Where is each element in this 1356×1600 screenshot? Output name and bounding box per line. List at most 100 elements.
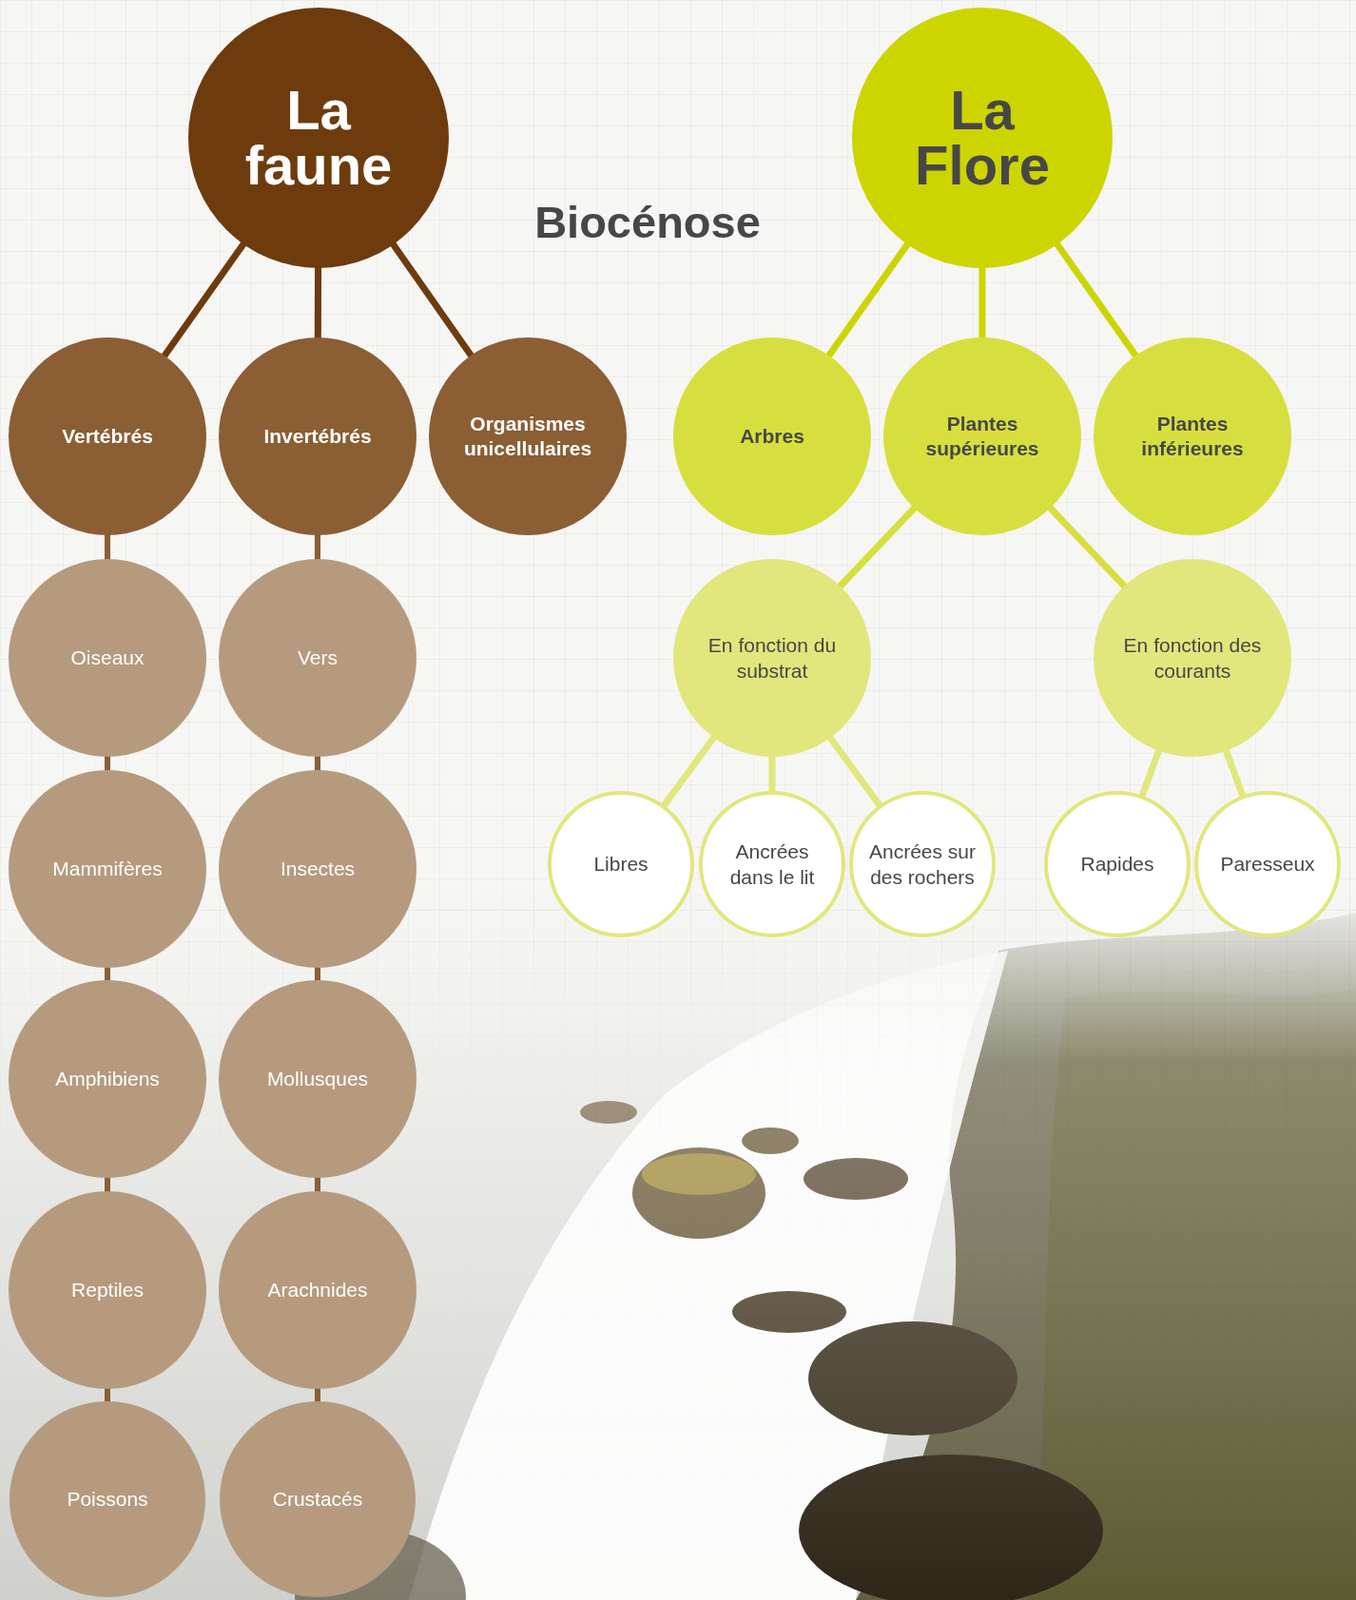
- type-circle: Rapides: [1044, 791, 1191, 938]
- circle-fill: [188, 7, 449, 269]
- circle-fill: [1093, 337, 1292, 536]
- node-label: Plantes supérieures: [896, 411, 1068, 463]
- circle-fill: [218, 980, 417, 1179]
- class-circle: Mammifères: [8, 770, 207, 969]
- circle-fill: [852, 7, 1113, 269]
- tree-connector: [979, 266, 987, 340]
- tree-connector: [828, 242, 910, 357]
- circle-fill: [219, 1401, 416, 1598]
- tree-connector: [104, 755, 111, 773]
- criterion-circle: En fonction des courants: [1093, 559, 1292, 757]
- river-photo: [0, 884, 1356, 1600]
- circle-outline: [1093, 559, 1292, 757]
- node-label: Mollusques: [267, 1066, 369, 1092]
- node-label: Vers: [297, 645, 338, 671]
- node-label: Amphibiens: [55, 1066, 160, 1092]
- class-circle: Amphibiens: [8, 980, 207, 1179]
- node-label: Reptiles: [71, 1278, 144, 1303]
- group-circle: La faune: [188, 7, 449, 269]
- type-circle: Libres: [547, 791, 695, 938]
- class-circle: Reptiles: [8, 1191, 207, 1390]
- node-label: Libres: [593, 851, 648, 877]
- circle-outline: [673, 559, 872, 757]
- node-label: Arachnides: [267, 1278, 368, 1303]
- node-label: Crustacés: [272, 1487, 364, 1512]
- node-label: La Flore: [882, 82, 1083, 194]
- category-circle: Plantes supérieures: [883, 337, 1082, 536]
- circle-fill: [9, 1401, 206, 1598]
- node-label: La faune: [218, 82, 419, 194]
- tree-connector: [1056, 242, 1138, 357]
- category-circle: Invertébrés: [218, 337, 417, 536]
- node-label: Rapides: [1080, 851, 1154, 877]
- node-label: Insectes: [280, 856, 355, 882]
- circle-fill: [8, 770, 207, 969]
- node-label: Ancrées dans le lit: [714, 838, 831, 892]
- circle-fill: [8, 559, 207, 757]
- class-circle: Oiseaux: [8, 559, 207, 757]
- circle-fill: [218, 770, 417, 969]
- circle-fill: [8, 980, 207, 1179]
- circle-fill: [1046, 793, 1189, 936]
- node-label: Mammifères: [52, 856, 163, 882]
- node-label: Vertébrés: [61, 424, 154, 449]
- tree-connector: [391, 243, 472, 358]
- circle-fill: [549, 793, 693, 936]
- tree-connector: [1225, 749, 1243, 798]
- node-label: Oiseaux: [70, 645, 144, 671]
- type-circle: Paresseux: [1194, 791, 1341, 938]
- node-label: Paresseux: [1220, 851, 1315, 877]
- circle-outline: [428, 337, 627, 536]
- node-label: Invertébrés: [263, 424, 371, 449]
- tree-connector: [829, 736, 881, 807]
- tree-connector: [104, 533, 111, 562]
- circle-fill: [1093, 559, 1292, 757]
- circle-fill: [8, 1191, 207, 1390]
- class-circle: Insectes: [218, 770, 417, 969]
- tree-connector: [314, 966, 321, 983]
- circle-outline: [849, 791, 996, 938]
- tree-connector: [104, 1387, 111, 1404]
- class-circle: Mollusques: [218, 980, 417, 1179]
- category-circle: Organismes unicellulaires: [428, 337, 627, 536]
- class-circle: Poissons: [9, 1401, 206, 1598]
- tree-connector: [838, 506, 916, 588]
- type-circle: Ancrées dans le lit: [698, 791, 846, 938]
- circle-fill: [1196, 793, 1339, 936]
- type-circle: Ancrées sur des rochers: [849, 791, 996, 938]
- tree-connector: [104, 1176, 111, 1194]
- tree-connector: [1048, 506, 1126, 588]
- circle-fill: [218, 559, 417, 757]
- category-circle: Vertébrés: [8, 337, 207, 536]
- circle-outline: [698, 791, 846, 938]
- tree-connector: [163, 242, 245, 357]
- criterion-circle: En fonction du substrat: [673, 559, 872, 757]
- tree-connector: [314, 755, 321, 773]
- class-circle: Vers: [218, 559, 417, 757]
- circle-fill: [700, 793, 844, 936]
- group-circle: La Flore: [852, 7, 1113, 269]
- tree-connector: [662, 736, 715, 807]
- category-circle: Arbres: [673, 337, 872, 536]
- node-label: Arbres: [739, 424, 805, 449]
- tree-connector: [314, 1387, 321, 1404]
- circle-fill: [673, 559, 872, 757]
- node-label: Ancrées sur des rochers: [864, 838, 981, 892]
- circle-outline: [1093, 337, 1292, 536]
- node-label: Organismes unicellulaires: [442, 411, 614, 463]
- circle-fill: [673, 337, 872, 536]
- circle-fill: [883, 337, 1082, 536]
- circle-fill: [218, 1191, 417, 1390]
- tree-connector: [314, 1176, 321, 1194]
- category-circle: Plantes inférieures: [1093, 337, 1292, 536]
- node-label: En fonction des courants: [1107, 632, 1278, 685]
- tree-connector: [314, 266, 322, 340]
- class-circle: Crustacés: [219, 1401, 416, 1598]
- diagram-title: Biocénose: [534, 195, 761, 249]
- tree-connector: [769, 755, 776, 794]
- tree-connector: [104, 966, 111, 983]
- circle-fill: [851, 793, 994, 936]
- node-label: Plantes inférieures: [1106, 411, 1279, 463]
